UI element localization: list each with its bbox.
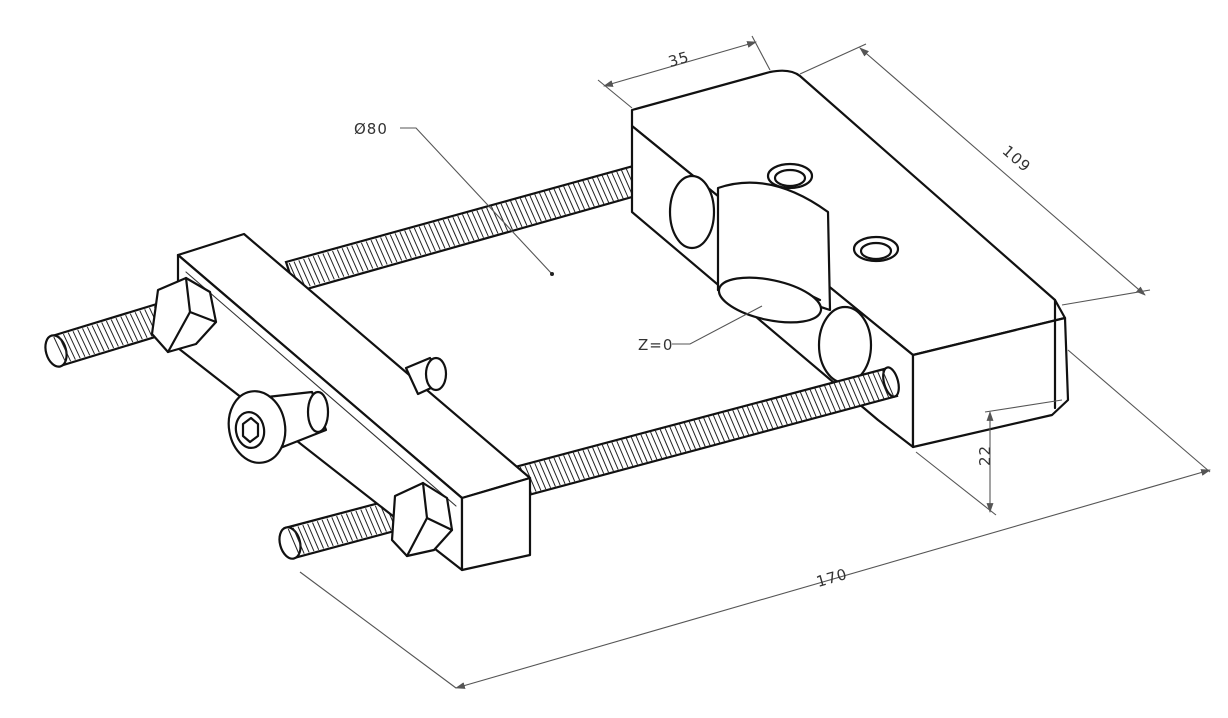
socket-screw-front bbox=[227, 390, 330, 464]
dimension-35: 35 bbox=[597, 35, 771, 109]
threaded-rod-upper bbox=[284, 158, 668, 294]
dimension-diameter-80-label: Ø80 bbox=[354, 120, 388, 138]
dimension-diameter-80: Ø80 bbox=[354, 120, 554, 276]
socket-screw-rear bbox=[404, 356, 448, 396]
dimension-109-label: 109 bbox=[999, 142, 1035, 176]
threaded-rod-stub-left bbox=[44, 298, 180, 368]
dimension-z-zero: Z=0 bbox=[638, 305, 763, 354]
dimension-z-zero-label: Z=0 bbox=[638, 336, 673, 354]
dimension-170-label: 170 bbox=[814, 565, 849, 591]
dimension-22-label: 22 bbox=[976, 445, 994, 466]
dimension-35-label: 35 bbox=[666, 48, 691, 71]
hex-nut-lower bbox=[390, 481, 454, 558]
hex-nut-left bbox=[150, 276, 218, 354]
dimension-170: 170 bbox=[299, 349, 1211, 689]
